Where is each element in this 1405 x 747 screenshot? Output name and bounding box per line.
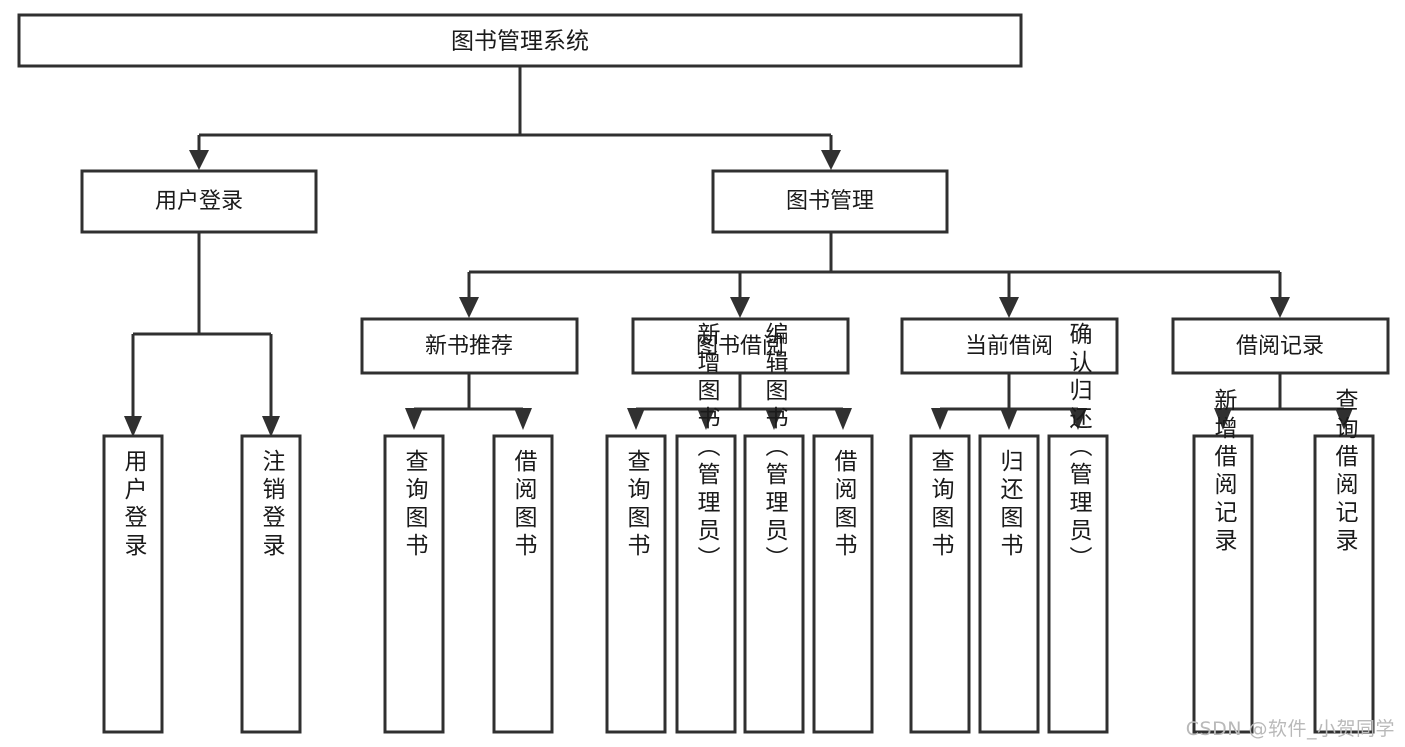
leaf-edit-book[interactable]: 编辑图书（管理员） [743,322,805,734]
leaf-confirm-return-label: 确认归还（管理员） [1065,322,1093,574]
arrow-head-leaf-confirm-return [1069,408,1087,430]
leaf-user-login-label: 用户登录 [120,449,148,561]
arrow-head-current-borrow [999,297,1019,318]
arrow-head-leaf-edit-book [765,408,783,430]
arrow-head-leaf-query-book-1 [405,408,423,430]
arrow-head-leaf-add-record [1214,408,1232,430]
node-root-box[interactable] [17,13,1023,68]
arrow-head-leaf-add-book [697,408,715,430]
arrow-head-leaf-borrow-book-1 [514,408,532,430]
leaf-user-logout-label: 注销登录 [258,449,286,561]
leaf-query-book-2[interactable]: 查询图书 [605,434,667,734]
leaf-borrow-book-1-label: 借阅图书 [510,449,538,561]
node-root[interactable]: 图书管理系统 [17,13,1023,68]
leaf-query-record[interactable]: 查询借阅记录 [1313,388,1375,734]
leaf-user-login-box[interactable] [102,434,164,734]
node-borrow-record[interactable]: 借阅记录 [1171,317,1390,375]
node-user-login[interactable]: 用户登录 [80,169,318,234]
leaf-add-record[interactable]: 新增借阅记录 [1192,388,1254,734]
leaf-borrow-book-2[interactable]: 借阅图书 [812,434,874,734]
node-new-book-recommend-label: 新书推荐 [425,334,513,359]
leaf-borrow-book-2-box[interactable] [812,434,874,734]
arrow-head-leaf-user-login [124,416,142,437]
leaf-confirm-return-box[interactable] [1047,434,1109,734]
leaf-user-logout[interactable]: 注销登录 [240,434,302,734]
arrow-head-book-borrow [730,297,750,318]
leaf-query-book-1-label: 查询图书 [401,449,429,561]
node-root-label: 图书管理系统 [451,29,589,55]
node-book-manage-box[interactable] [711,169,949,234]
arrow-head-leaf-return-book [1000,408,1018,430]
leaf-borrow-book-1[interactable]: 借阅图书 [492,434,554,734]
arrow-head-borrow-record [1270,297,1290,318]
leaf-return-book-box[interactable] [978,434,1040,734]
node-borrow-record-box[interactable] [1171,317,1390,375]
leaf-borrow-book-1-box[interactable] [492,434,554,734]
node-new-book-recommend[interactable]: 新书推荐 [360,317,579,375]
leaf-return-book-label: 归还图书 [996,449,1024,561]
node-current-borrow[interactable]: 当前借阅 [900,317,1119,375]
node-book-manage[interactable]: 图书管理 [711,169,949,234]
leaf-add-book-box[interactable] [675,434,737,734]
node-user-login-box[interactable] [80,169,318,234]
node-current-borrow-box[interactable] [900,317,1119,375]
leaf-query-record-box[interactable] [1313,434,1375,734]
leaf-edit-book-label: 编辑图书（管理员） [761,322,789,574]
arrow-head-new-book-recommend [459,297,479,318]
arrow-head-leaf-borrow-book-2 [834,408,852,430]
node-book-manage-label: 图书管理 [786,189,874,214]
arrow-head-leaf-user-logout [262,416,280,437]
leaf-return-book[interactable]: 归还图书 [978,434,1040,734]
leaf-query-record-label: 查询借阅记录 [1331,388,1359,556]
node-book-borrow-box[interactable] [631,317,850,375]
leaf-query-book-1[interactable]: 查询图书 [383,434,445,734]
arrow-head-leaf-query-book-2 [627,408,645,430]
leaf-query-book-2-box[interactable] [605,434,667,734]
leaf-query-book-3[interactable]: 查询图书 [909,434,971,734]
node-user-login-label: 用户登录 [155,189,243,214]
leaf-edit-book-box[interactable] [743,434,805,734]
leaf-user-login[interactable]: 用户登录 [102,434,164,734]
leaf-add-book[interactable]: 新增图书（管理员） [675,322,737,734]
leaf-user-logout-box[interactable] [240,434,302,734]
connector-layer [124,67,1353,437]
node-new-book-recommend-box[interactable] [360,317,579,375]
leaf-query-book-2-label: 查询图书 [623,449,651,561]
arrow-head-book-manage [821,150,841,170]
node-borrow-record-label: 借阅记录 [1236,334,1324,359]
leaf-confirm-return[interactable]: 确认归还（管理员） [1047,322,1109,734]
leaf-query-book-1-box[interactable] [383,434,445,734]
leaf-add-record-box[interactable] [1192,434,1254,734]
node-book-borrow-label: 图书借阅 [696,334,784,359]
node-book-borrow[interactable]: 图书借阅 [631,317,850,375]
leaf-query-book-3-box[interactable] [909,434,971,734]
arrow-head-leaf-query-record [1335,408,1353,430]
leaf-query-book-3-label: 查询图书 [927,449,955,561]
leaf-add-record-label: 新增借阅记录 [1210,388,1238,556]
leaf-borrow-book-2-label: 借阅图书 [830,449,858,561]
arrow-head-leaf-query-book-3 [931,408,949,430]
leaf-add-book-label: 新增图书（管理员） [693,322,721,574]
arrow-head-user-login [189,150,209,170]
node-current-borrow-label: 当前借阅 [965,334,1053,359]
